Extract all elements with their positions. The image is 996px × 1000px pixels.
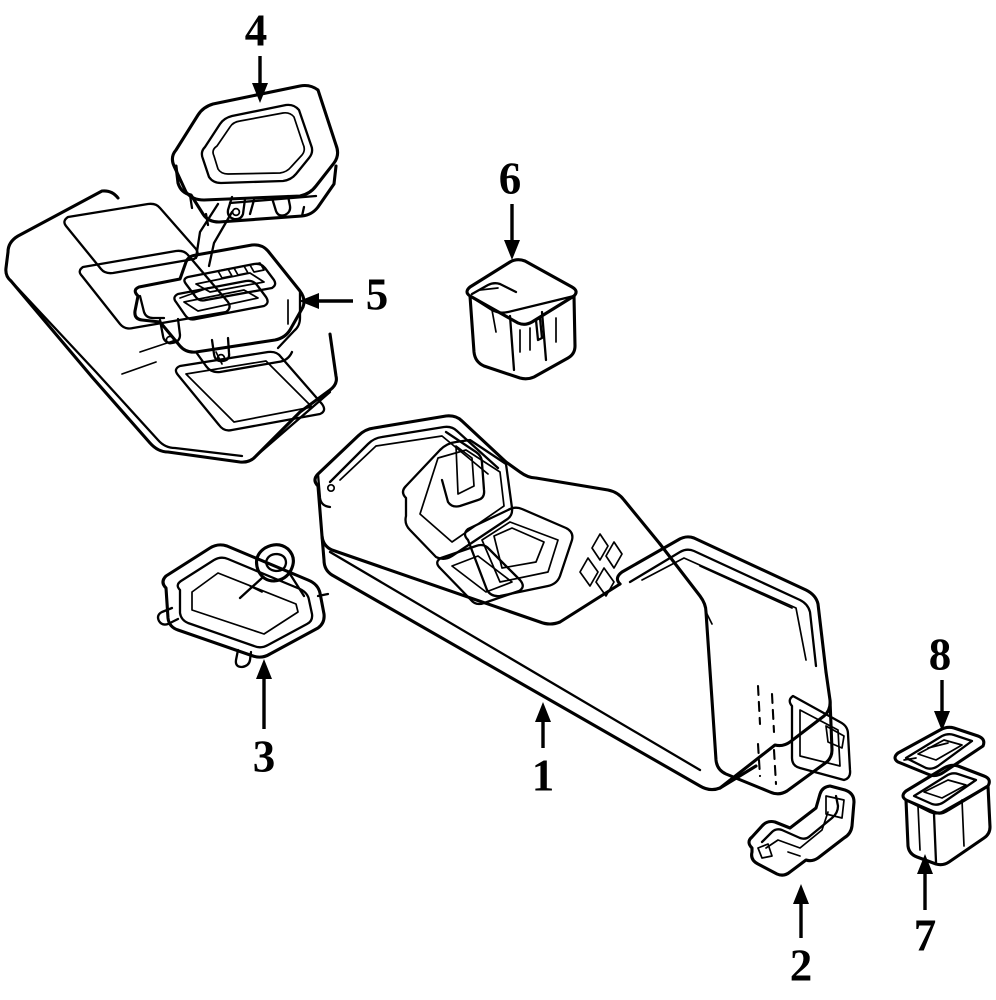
callout-number-8: 8 bbox=[928, 629, 952, 680]
callout-number-2: 2 bbox=[789, 940, 813, 991]
part-6-ashtray-cup-holder[interactable] bbox=[465, 258, 578, 381]
part-3-shift-boot-bezel[interactable] bbox=[156, 543, 330, 669]
part-8-tray-lid-cover[interactable] bbox=[893, 725, 986, 778]
part-4-shift-indicator-bezel[interactable] bbox=[170, 83, 340, 268]
upper-console-panel bbox=[4, 189, 338, 464]
callout-number-1: 1 bbox=[531, 750, 555, 801]
callout-number-3: 3 bbox=[252, 731, 276, 782]
part-1-console-body[interactable] bbox=[313, 414, 852, 796]
callout-number-4: 4 bbox=[244, 5, 268, 56]
callout-number-6: 6 bbox=[498, 153, 522, 204]
callout-number-5: 5 bbox=[365, 269, 389, 320]
part-7-storage-tray-box[interactable] bbox=[901, 763, 992, 867]
callout-leaders bbox=[252, 56, 950, 938]
part-2-mounting-bracket[interactable] bbox=[747, 784, 856, 877]
callout-number-7: 7 bbox=[913, 910, 937, 961]
